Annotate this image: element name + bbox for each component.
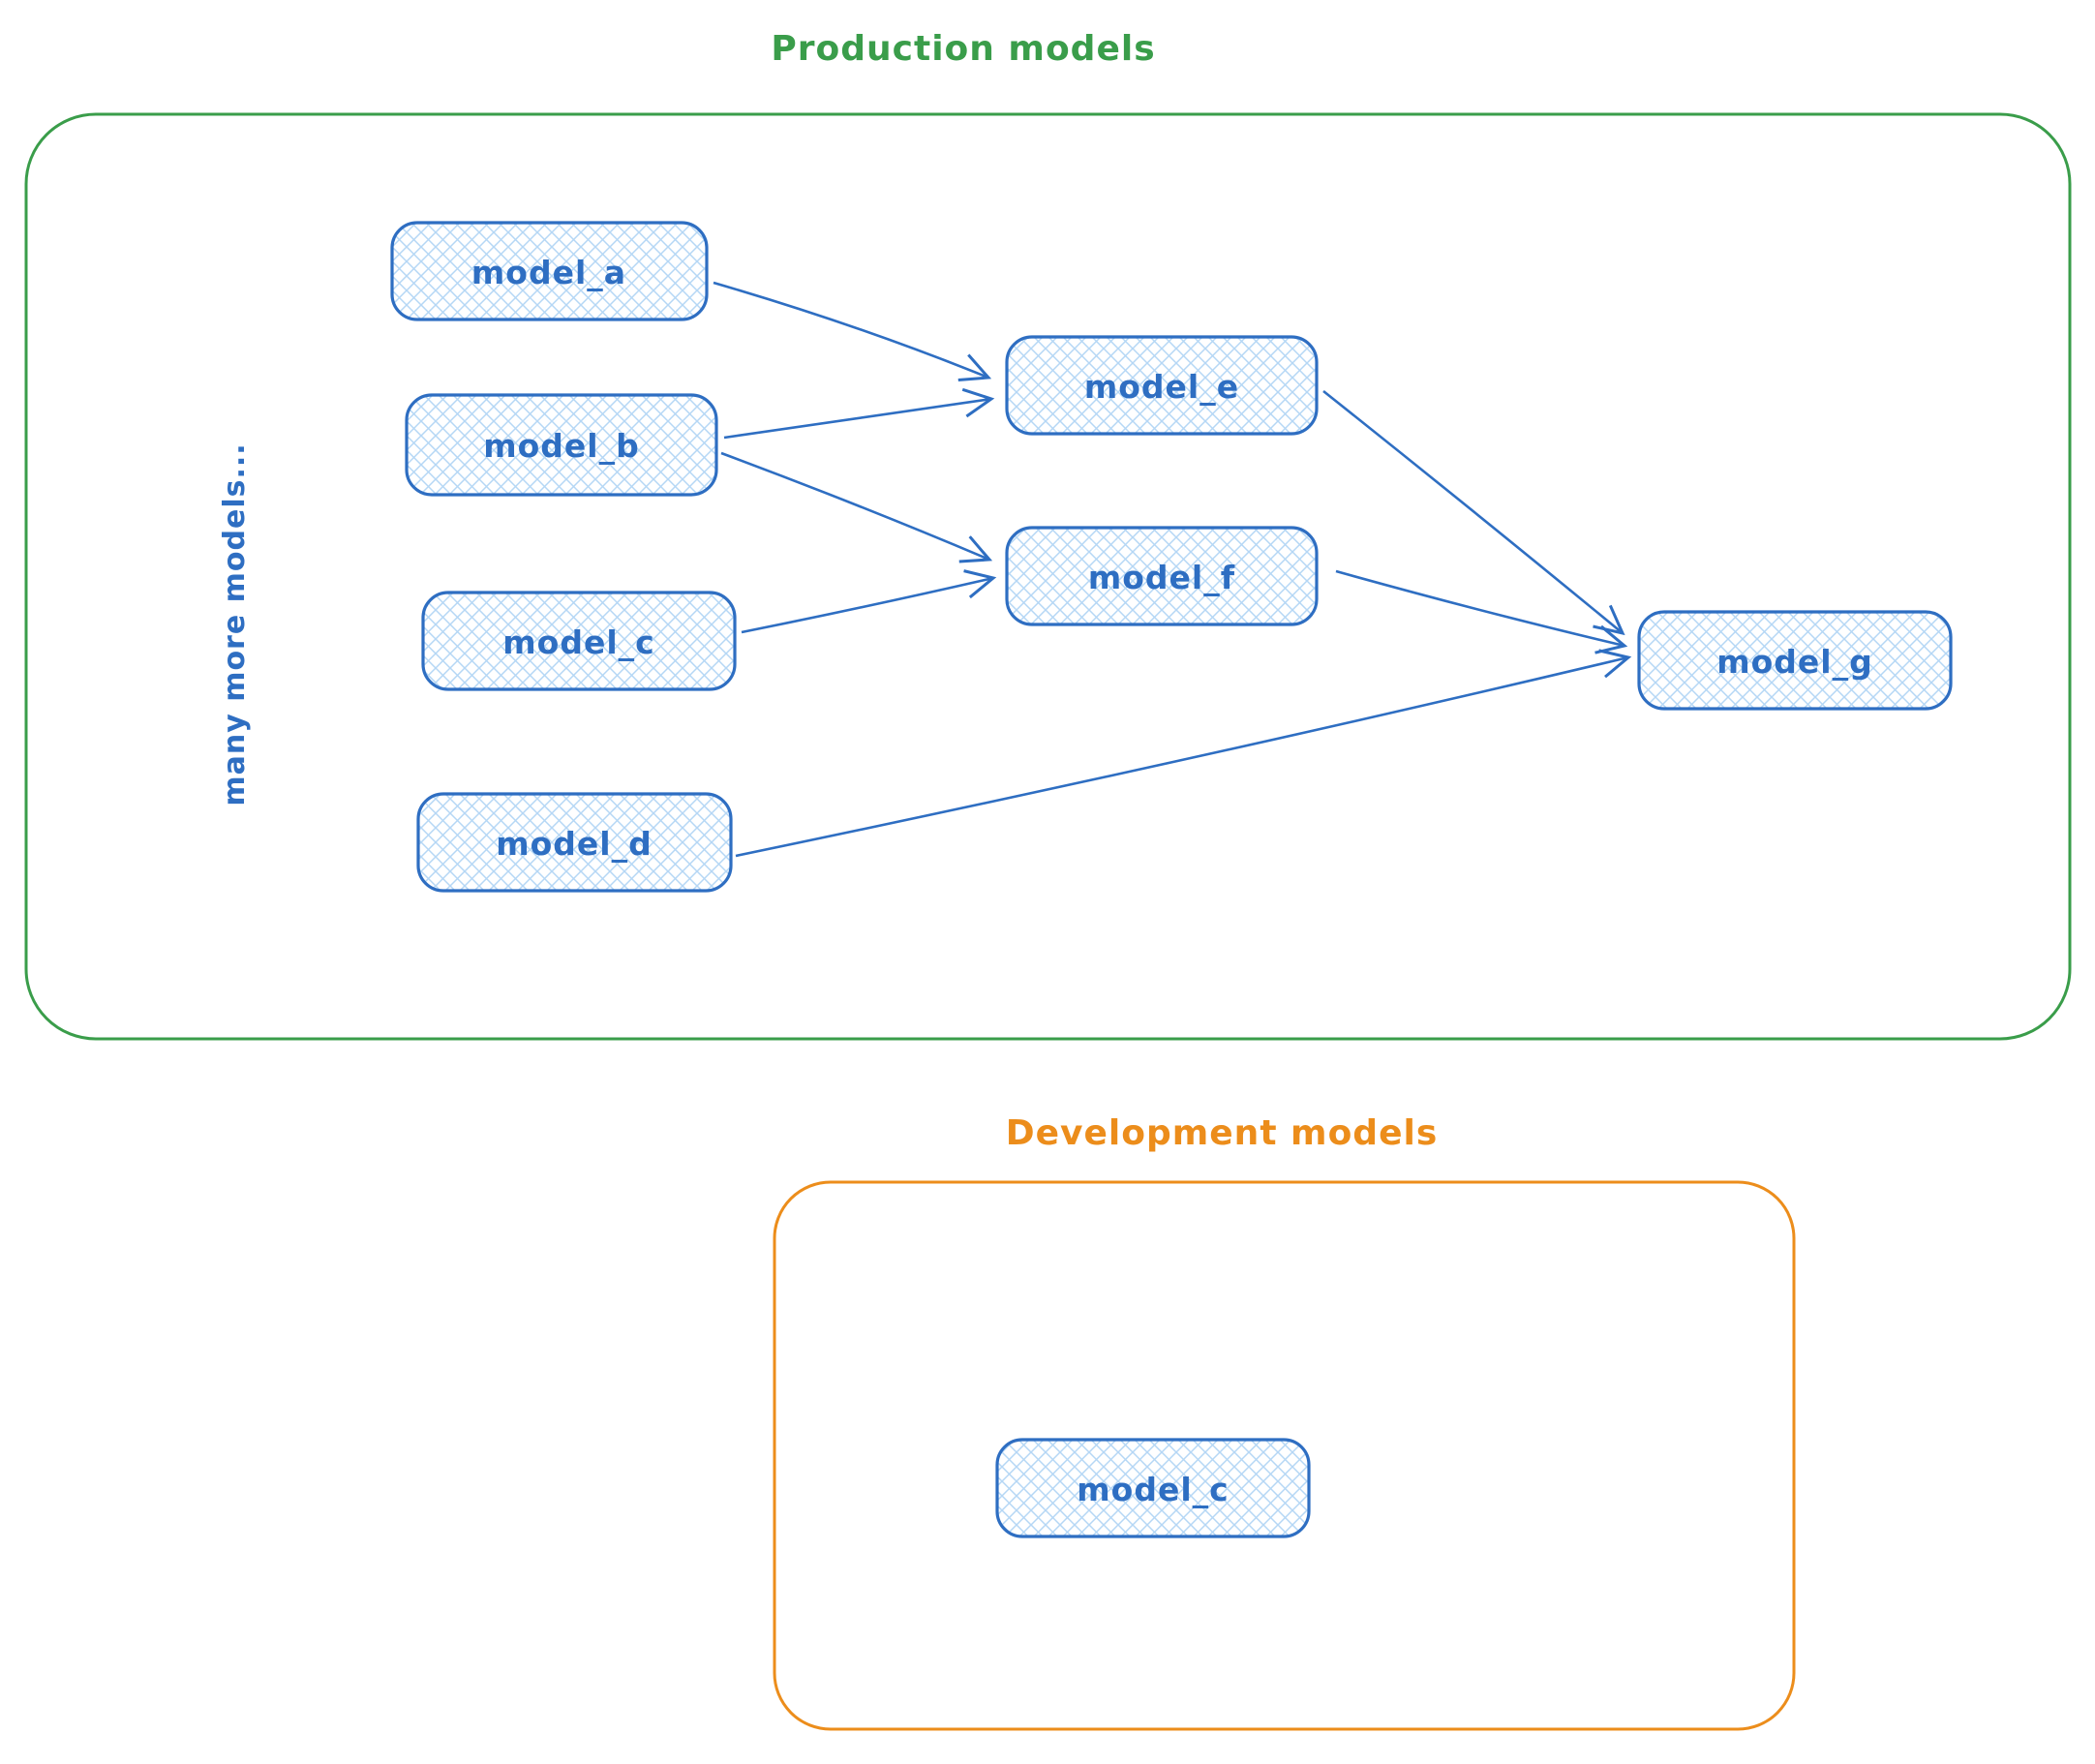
node-model_c_dev-box xyxy=(995,1438,1311,1538)
production-group-box xyxy=(24,112,2072,1041)
node-model_g-box xyxy=(1637,610,1953,711)
node-model_d-label: model_d xyxy=(496,825,653,863)
node-model_d: model_d xyxy=(416,792,733,893)
edge-model_a-model_e xyxy=(713,281,992,381)
edge-model_f-model_g xyxy=(1335,569,1628,654)
node-model_d-box xyxy=(416,792,733,893)
node-model_a: model_a xyxy=(390,221,709,321)
development-group-box xyxy=(773,1180,1796,1731)
node-model_c-box xyxy=(421,591,737,691)
many-more-models-note: many more models... xyxy=(218,442,252,806)
node-model_c_dev-label: model_c xyxy=(1077,1471,1229,1508)
edge-model_c-model_f xyxy=(741,569,997,634)
node-model_f-box xyxy=(1005,526,1319,626)
node-model_e-box xyxy=(1005,335,1319,436)
node-model_f-label: model_f xyxy=(1088,559,1235,596)
edge-model_d-model_g xyxy=(735,649,1632,858)
node-model_b-label: model_b xyxy=(483,427,640,465)
node-model_g: model_g xyxy=(1637,610,1953,711)
node-model_c-label: model_c xyxy=(502,623,654,661)
node-model_g-label: model_g xyxy=(1716,643,1873,681)
node-model_e: model_e xyxy=(1005,335,1319,436)
node-model_c_dev: model_c xyxy=(995,1438,1311,1538)
edge-model_e-model_g xyxy=(1322,389,1625,636)
node-model_a-label: model_a xyxy=(471,254,626,291)
edge-model_b-model_f xyxy=(720,451,993,563)
node-model_b: model_b xyxy=(405,393,718,497)
node-model_f: model_f xyxy=(1005,526,1319,626)
edges xyxy=(713,281,1632,858)
node-model_e-label: model_e xyxy=(1084,368,1239,406)
edge-model_b-model_e xyxy=(723,387,995,440)
node-model_b-box xyxy=(405,393,718,497)
node-model_c: model_c xyxy=(421,591,737,691)
development-group-title: Development models xyxy=(1006,1113,1439,1153)
production-group-title: Production models xyxy=(771,29,1155,69)
node-model_a-box xyxy=(390,221,709,321)
